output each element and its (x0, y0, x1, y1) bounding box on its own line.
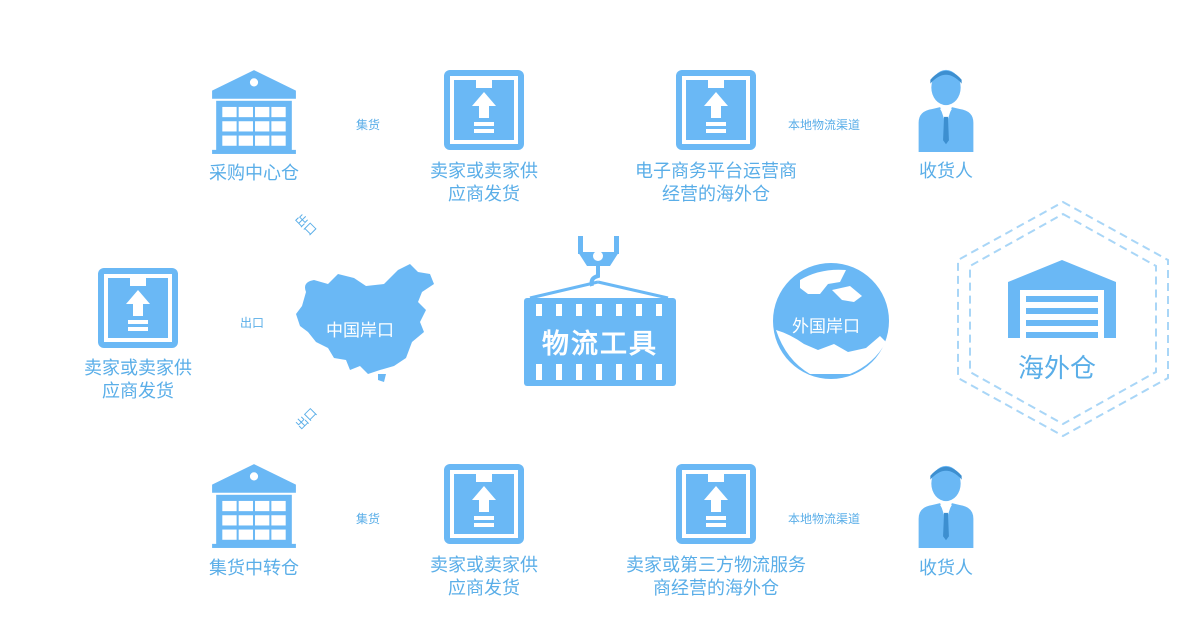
person-icon (916, 462, 976, 550)
edge-label-local-logistics: 本地物流渠道 (788, 118, 861, 132)
warehouse-icon (208, 458, 300, 550)
package-upload-icon (674, 68, 758, 152)
garage-icon (1008, 260, 1116, 338)
edge-label-export-upper: 出口 (292, 211, 320, 239)
edge-label-local-logistics: 本地物流渠道 (788, 512, 861, 526)
globe-icon (773, 263, 889, 379)
seller-ship-label: 卖家或卖家供应商发货 (84, 358, 192, 402)
china-map-icon (296, 264, 434, 382)
edge-label-export: 出口 (240, 316, 265, 330)
china-port-label: 中国岸口 (326, 321, 394, 341)
package-upload-icon (674, 462, 758, 546)
overseas-warehouse-hexagon (957, 200, 1169, 438)
package-upload-icon (96, 266, 180, 350)
seller-ship-label: 卖家或卖家供应商发货 (430, 161, 538, 205)
foreign-port-label: 外国岸口 (792, 317, 860, 337)
package-upload-icon (442, 462, 526, 546)
crane-container-icon (524, 236, 676, 386)
package-upload-icon (442, 68, 526, 152)
receiver-label: 收货人 (919, 161, 973, 182)
logistics-tool-label: 物流工具 (542, 329, 658, 360)
seller-ship-label: 卖家或卖家供应商发货 (430, 555, 538, 599)
person-icon (916, 66, 976, 154)
receiver-label: 收货人 (919, 558, 973, 579)
purchase-center-warehouse-label: 采购中心仓 (209, 163, 299, 184)
edge-label-consolidate: 集货 (356, 118, 381, 132)
edge-label-consolidate: 集货 (356, 512, 381, 526)
third-party-warehouse-label: 卖家或第三方物流服务商经营的海外仓 (626, 555, 806, 599)
warehouse-icon (208, 64, 300, 156)
consolidation-transit-warehouse-label: 集货中转仓 (209, 558, 299, 579)
overseas-warehouse-label: 海外仓 (1018, 354, 1097, 384)
ecommerce-platform-warehouse-label: 电子商务平台运营商经营的海外仓 (635, 161, 797, 205)
edge-label-export-lower: 出口 (292, 405, 320, 433)
